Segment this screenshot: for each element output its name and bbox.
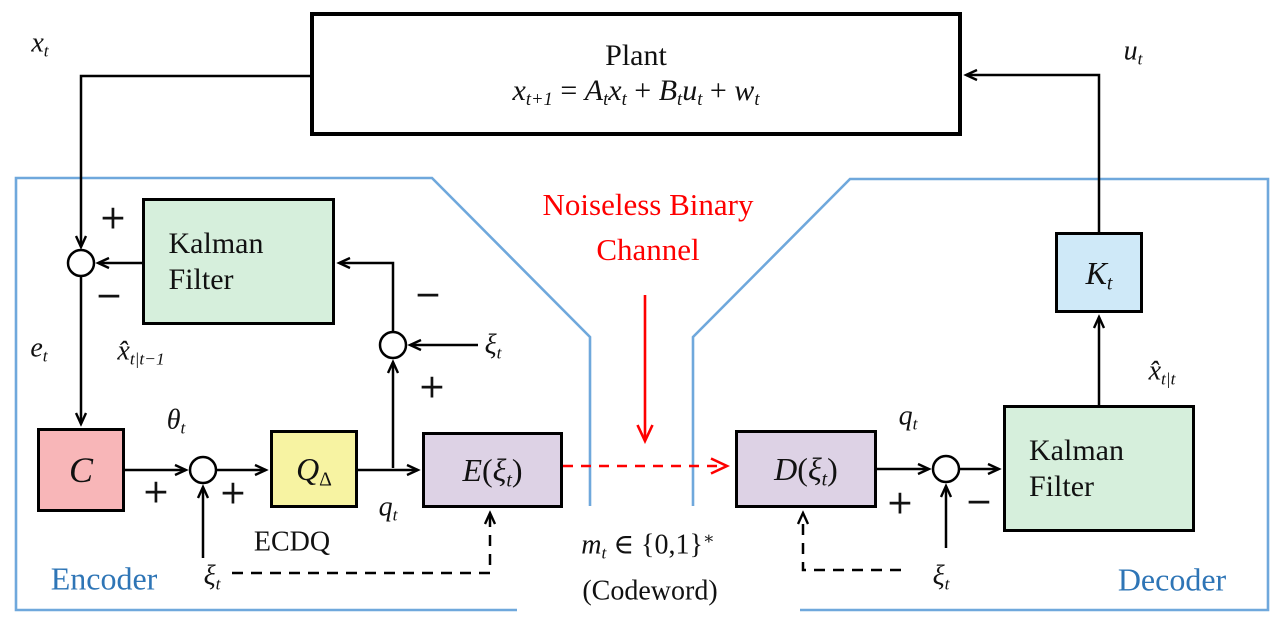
sum-junction-encoder-dither <box>188 455 218 485</box>
sum3-plus-left-sign: + <box>142 471 170 511</box>
label-xhat-filtered: x̂t|t <box>1148 355 1176 389</box>
label-codeword-set: mt ∈ {0,1}∗ <box>581 529 715 563</box>
encoder-region-label: Encoder <box>50 560 158 597</box>
label-x-t: xt <box>31 27 49 61</box>
sum3-plus-right-sign: + <box>219 472 247 512</box>
label-q-t-encoder: qt <box>378 491 398 525</box>
sum-junction-encoder-error <box>66 248 96 278</box>
entropy-encoder-block: E(ξt) <box>422 432 563 508</box>
sum1-minus-sign: − <box>95 275 123 315</box>
sum1-plus-sign: + <box>99 197 127 237</box>
sum-junction-decoder-dither <box>931 454 961 484</box>
label-xhat-predicted: x̂t|t−1 <box>117 335 165 369</box>
quantizer-block: QΔ <box>270 430 358 508</box>
label-e-t: et <box>30 332 48 366</box>
sum2-minus-sign: − <box>414 274 442 314</box>
encoder-kalman-filter-block: Kalman Filter <box>142 198 335 325</box>
label-q-t-decoder: qt <box>898 400 918 434</box>
wire-xt-plant-to-sum1 <box>81 74 310 247</box>
plant-block: Plant xt+1 = Atxt + Btut + wt <box>310 12 962 136</box>
decoder-region-label: Decoder <box>1117 561 1227 598</box>
decoder-kalman-filter-label: Kalman Filter <box>1029 433 1124 503</box>
label-xi-t-encoder: ξt <box>203 560 221 594</box>
label-xi-t-decoder: ξt <box>932 560 950 594</box>
label-u-t: ut <box>1123 35 1143 69</box>
plant-title: Plant <box>605 38 667 72</box>
sum2-plus-sign: + <box>418 366 446 406</box>
wire-xi-dashed-to-e <box>232 513 490 575</box>
decoder-region-outline <box>691 177 1270 612</box>
decoder-kalman-filter-block: Kalman Filter <box>1003 405 1195 532</box>
c-gain-block: C <box>37 428 125 512</box>
sum-junction-encoder-noise <box>378 330 408 360</box>
label-xi-t-sum2: ξt <box>484 329 502 363</box>
label-ecdq: ECDQ <box>253 526 331 558</box>
label-codeword-caption: (Codeword) <box>582 575 718 607</box>
controller-gain-block: Kt <box>1055 232 1143 313</box>
encoder-region-outline <box>14 176 592 612</box>
sum4-plus-sign: + <box>886 482 914 522</box>
label-theta-t: θt <box>166 404 186 438</box>
entropy-decoder-block: D(ξt) <box>735 430 877 508</box>
wire-xi-dashed-to-d <box>803 513 901 572</box>
plant-equation: xt+1 = Atxt + Btut + wt <box>512 74 760 111</box>
encoder-kalman-filter-label: Kalman Filter <box>168 226 264 296</box>
wire-sum2-to-kalman <box>339 263 395 331</box>
sum4-minus-sign: − <box>965 481 993 521</box>
channel-title: Noiseless Binary Channel <box>542 187 754 267</box>
wire-ut-kt-to-plant <box>966 75 1101 232</box>
